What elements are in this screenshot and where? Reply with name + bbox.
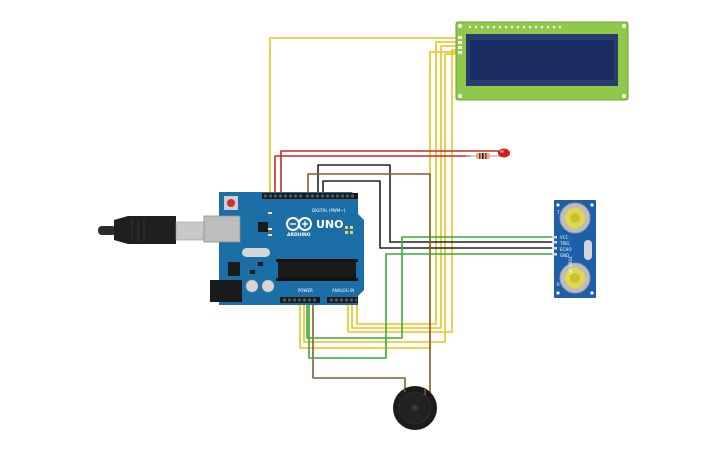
board-model-label: UNO xyxy=(316,218,344,231)
capacitor xyxy=(261,279,275,293)
wire-black-2 xyxy=(322,180,556,249)
led-resistor[interactable] xyxy=(466,148,510,160)
sensor-pin-echo: ECHO xyxy=(560,247,571,252)
board-brand-label: ARDUINO xyxy=(287,232,311,238)
wires xyxy=(269,37,556,396)
sensor-pin-vcc: VCC xyxy=(560,235,569,240)
voltage-regulator xyxy=(228,262,240,276)
usb-chip xyxy=(258,222,268,232)
sensor-t-label: T xyxy=(556,210,560,215)
atmega-chip xyxy=(278,262,356,278)
lcd-mount-hole xyxy=(458,94,462,98)
board-led xyxy=(268,234,272,236)
arduino-uno[interactable]: DIGITAL (PWM~) UNO ARDUINO xyxy=(98,192,364,305)
capacitor xyxy=(245,279,259,293)
wire-green-2 xyxy=(306,236,556,339)
piezo-buzzer[interactable] xyxy=(393,386,437,430)
lcd-mount-hole xyxy=(622,94,626,98)
bottom-header-pins xyxy=(283,298,357,302)
resistor-band xyxy=(479,153,481,159)
wire-brown-2 xyxy=(312,297,406,393)
digital-header xyxy=(262,193,358,199)
wire-red-2 xyxy=(280,150,501,198)
transducer-mesh xyxy=(570,213,580,223)
crystal xyxy=(242,248,270,257)
wire-yellow-4 xyxy=(347,49,459,333)
power-header-label: POWER xyxy=(298,288,313,293)
chip-socket xyxy=(276,259,358,262)
smd-part xyxy=(250,270,255,274)
sensor-mount-hole xyxy=(590,203,594,207)
sensor-r-label: R xyxy=(557,282,560,287)
buzzer-lead xyxy=(403,388,406,393)
lcd-mount-hole xyxy=(622,24,626,28)
analog-header-label: ANALOG IN xyxy=(332,288,354,293)
wire-black-1 xyxy=(317,164,556,243)
lcd-mount-hole xyxy=(458,24,462,28)
digital-header-pins xyxy=(264,194,354,198)
sensor-pin-trig: TRIG xyxy=(559,241,570,246)
sensor-model-label: HC-SR04 xyxy=(568,256,573,274)
digital-header-label: DIGITAL (PWM~) xyxy=(312,208,346,213)
sensor-crystal xyxy=(584,240,592,260)
buzzer-hole xyxy=(411,404,419,412)
wire-yellow-2 xyxy=(356,41,459,325)
icsp-header xyxy=(345,226,353,234)
lcd-header-pins xyxy=(468,25,562,29)
lcd-i2c-pins xyxy=(458,36,462,54)
chip-socket xyxy=(276,278,358,281)
sensor-pin-gnd: GND xyxy=(560,253,569,258)
sensor-mount-hole xyxy=(556,291,560,295)
reset-button-cap xyxy=(227,199,235,207)
wire-yellow-6 xyxy=(303,53,459,343)
wire-yellow-1 xyxy=(269,37,459,198)
board-led xyxy=(268,228,272,230)
board-led xyxy=(268,212,272,214)
lcd-display[interactable] xyxy=(455,21,629,101)
sensor-mount-hole xyxy=(556,203,560,207)
arduino-logo xyxy=(286,217,312,231)
led-highlight xyxy=(500,150,504,153)
wire-yellow-3 xyxy=(351,45,459,329)
led xyxy=(498,148,510,158)
transducer-mesh xyxy=(570,273,580,283)
wire-red-1 xyxy=(274,155,471,198)
usb-socket xyxy=(203,215,241,243)
power-jack xyxy=(210,280,242,302)
ultrasonic-sensor[interactable]: VCC TRIG ECHO GND HC-SR04 T R xyxy=(552,200,596,298)
sensor-pins xyxy=(552,236,557,256)
sensor-mount-hole xyxy=(590,291,594,295)
smd-part xyxy=(258,262,263,266)
usb-cable xyxy=(98,216,209,244)
resistor-band xyxy=(485,153,487,159)
lcd-screen xyxy=(470,40,614,80)
resistor-band xyxy=(482,153,484,159)
